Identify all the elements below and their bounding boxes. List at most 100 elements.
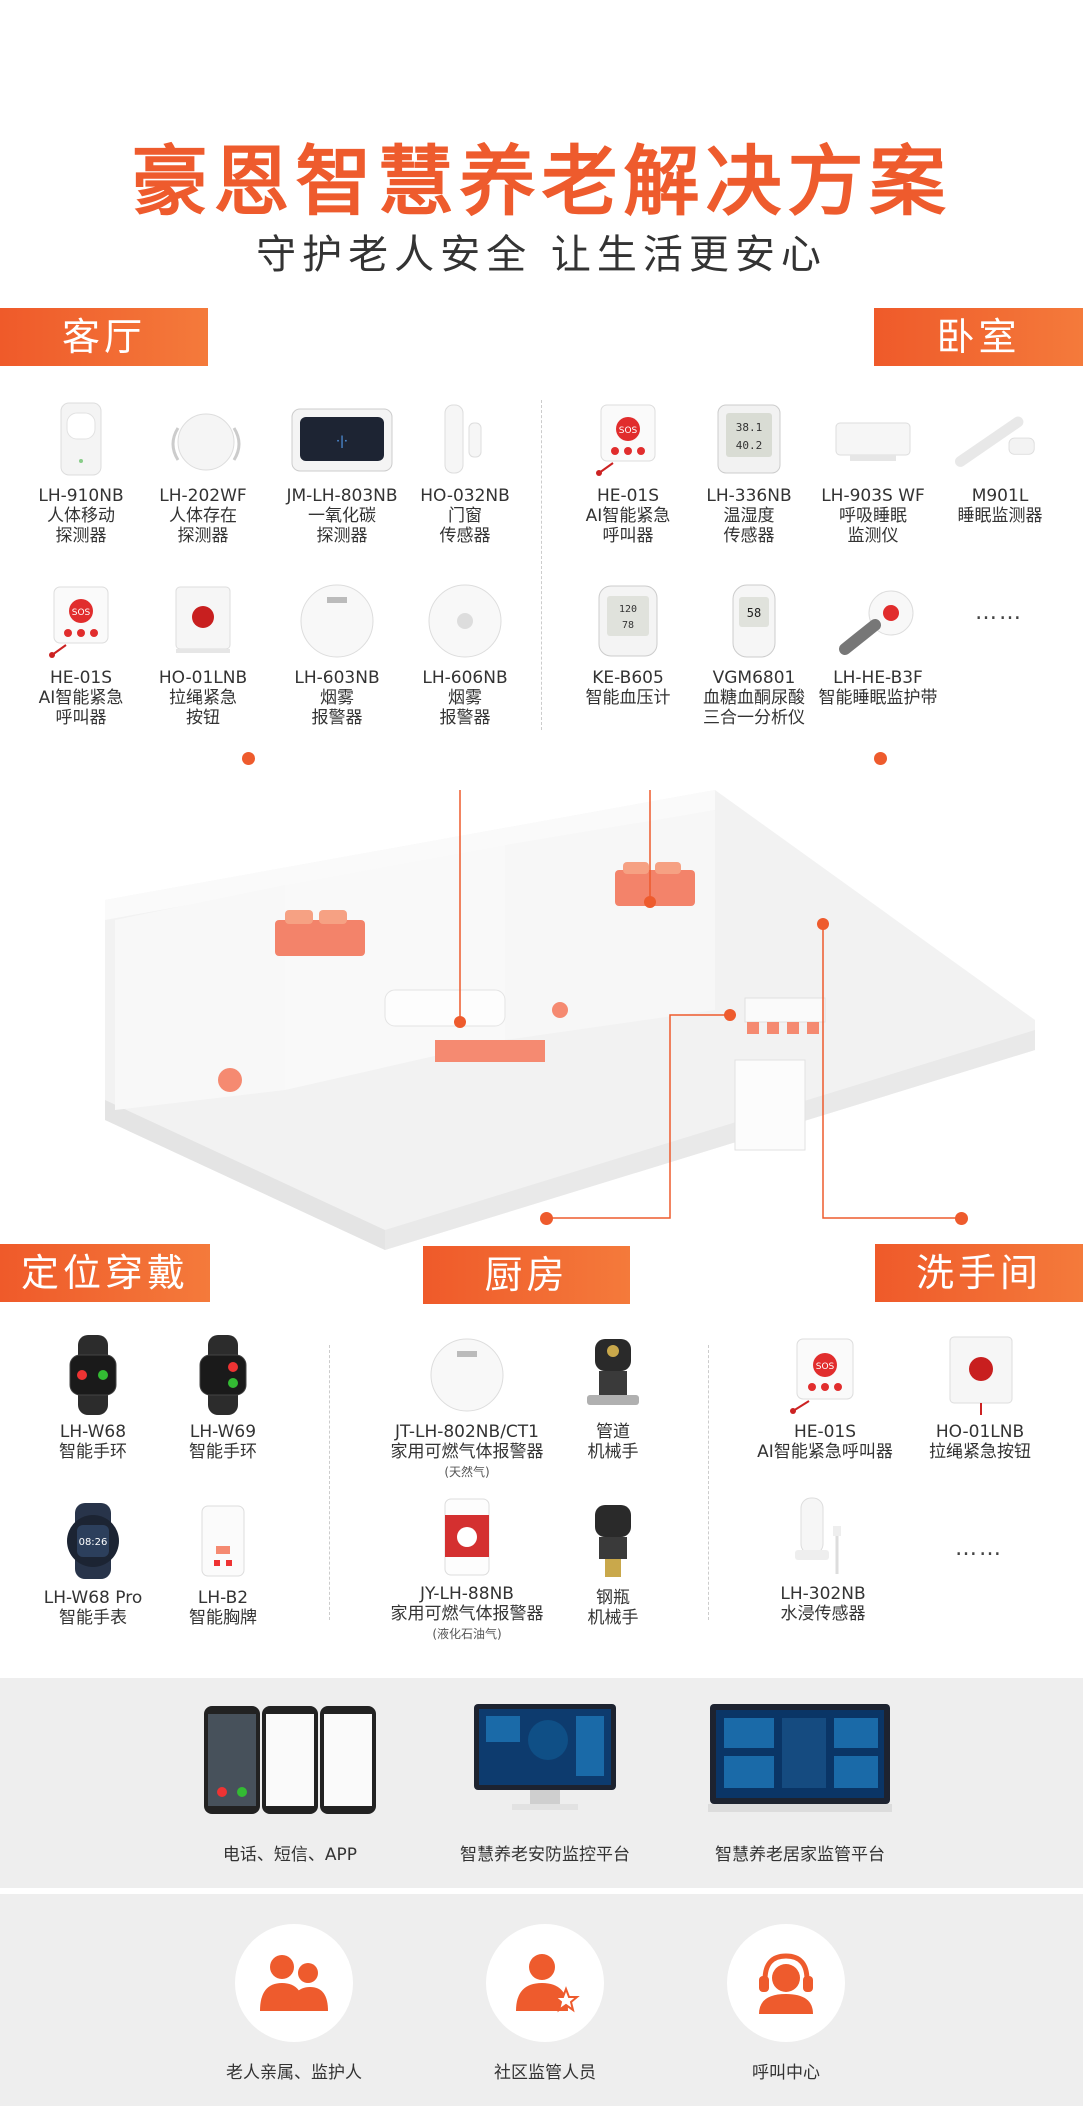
device-lhw69[interactable]: LH-W69 智能手环 — [158, 1334, 288, 1462]
device-name: AI智能紧急呼叫器 — [757, 1442, 893, 1462]
monitor-icon — [445, 1700, 645, 1820]
device-name: 门窗 — [448, 506, 482, 526]
device-name: 按钮 — [186, 708, 220, 728]
device-name: 智能睡眠监护带 — [818, 688, 938, 708]
device-name: 智能手环 — [189, 1442, 257, 1462]
device-ho01lnb[interactable]: HO-01LNB 拉绳紧急 按钮 — [138, 580, 268, 728]
platform-security[interactable]: 智慧养老安防监控平台 — [445, 1700, 645, 1865]
device-model: JT-LH-802NB/CT1 — [395, 1422, 539, 1442]
device-name: 人体存在 — [169, 506, 237, 526]
svg-text:120: 120 — [619, 604, 637, 615]
platform-phones[interactable]: 电话、短信、APP — [190, 1700, 390, 1865]
device-name: 机械手 — [587, 1442, 639, 1462]
smart-badge-icon — [178, 1500, 268, 1582]
device-name: 报警器 — [439, 708, 491, 728]
smoke-alarm-icon — [420, 580, 510, 662]
callout-dot-living — [242, 752, 255, 765]
device-he01s[interactable]: SOS HE-01S AI智能紧急 呼叫器 — [16, 580, 146, 728]
device-lh910nb[interactable]: LH-910NB 人体移动 探测器 — [16, 398, 146, 546]
divider — [708, 1345, 709, 1620]
svg-text:SOS: SOS — [72, 608, 91, 618]
device-model: HO-01LNB — [158, 668, 248, 688]
device-jmlh803nb[interactable]: ·|· JM-LH-803NB 一氧化碳 探测器 — [272, 398, 412, 546]
glucose-meter-icon: 58 — [709, 580, 799, 662]
device-name: 智能手表 — [59, 1608, 127, 1628]
role-label-call-center: 呼叫中心 — [752, 2063, 820, 2083]
device-ho032nb[interactable]: HO-032NB 门窗 传感器 — [400, 398, 530, 546]
valve-manipulator-icon — [568, 1334, 658, 1416]
sleep-monitor-icon — [828, 398, 918, 480]
device-name: 探测器 — [55, 526, 107, 546]
device-lhb2[interactable]: LH-B2 智能胸牌 — [158, 1500, 288, 1628]
device-note: (天然气) — [444, 1465, 490, 1479]
device-pipe-manipulator[interactable]: 管道 机械手 — [548, 1334, 678, 1462]
device-lh302nb[interactable]: LH-302NB 水浸传感器 — [758, 1496, 888, 1624]
device-lhheb3f[interactable]: LH-HE-B3F 智能睡眠监护带 — [808, 580, 948, 708]
device-cylinder-manipulator[interactable]: 钢瓶 机械手 — [548, 1500, 678, 1628]
svg-text:58: 58 — [747, 606, 761, 620]
door-sensor-icon — [420, 398, 510, 480]
device-name: 报警器 — [311, 708, 363, 728]
valve-manipulator-icon — [568, 1500, 658, 1582]
device-jylh88nb[interactable]: JY-LH-88NB 家用可燃气体报警器 (液化石油气) — [382, 1496, 552, 1644]
device-model: LH-903S WF — [821, 486, 925, 506]
pull-cord-button-icon — [935, 1334, 1025, 1416]
device-model: 管道 — [596, 1422, 630, 1442]
device-model: JY-LH-88NB — [420, 1584, 514, 1604]
device-model: 钢瓶 — [596, 1588, 630, 1608]
divider — [541, 400, 542, 730]
device-lhw68pro[interactable]: 08:26 LH-W68 Pro 智能手表 — [28, 1500, 158, 1628]
device-jtlh802nb[interactable]: JT-LH-802NB/CT1 家用可燃气体报警器 (天然气) — [382, 1334, 552, 1482]
device-lh606nb[interactable]: LH-606NB 烟雾 报警器 — [400, 580, 530, 728]
sos-caller-icon: SOS — [36, 580, 126, 662]
svg-text:SOS: SOS — [816, 1362, 835, 1372]
supervisor-icon — [486, 1924, 604, 2042]
device-model: LH-W68 Pro — [43, 1588, 143, 1608]
device-he01s-bedroom[interactable]: SOS HE-01S AI智能紧急 呼叫器 — [563, 398, 693, 546]
device-lh603nb[interactable]: LH-603NB 烟雾 报警器 — [272, 580, 402, 728]
device-model: M901L — [971, 486, 1029, 506]
svg-text:SOS: SOS — [619, 426, 638, 436]
sleep-belt-icon — [833, 580, 923, 662]
device-he01s-bathroom[interactable]: SOS HE-01S AI智能紧急呼叫器 — [750, 1334, 900, 1462]
presence-sensor-icon — [158, 398, 248, 480]
phones-icon — [190, 1700, 390, 1820]
family-icon — [235, 1924, 353, 2042]
svg-text:·|·: ·|· — [336, 434, 348, 448]
device-name: 探测器 — [316, 526, 368, 546]
lpg-alarm-icon — [422, 1496, 512, 1578]
device-lhw68[interactable]: LH-W68 智能手环 — [28, 1334, 158, 1462]
device-name: 人体移动 — [47, 506, 115, 526]
device-model: LH-302NB — [780, 1584, 866, 1604]
call-center-icon — [727, 1924, 845, 2042]
device-name: 血糖血酮尿酸 — [703, 688, 805, 708]
sleep-pad-icon — [955, 398, 1045, 480]
device-name: 一氧化碳 — [308, 506, 376, 526]
device-lh903swf[interactable]: LH-903S WF 呼吸睡眠 监测仪 — [808, 398, 938, 546]
device-model: HO-01LNB — [935, 1422, 1025, 1442]
house-illustration — [105, 757, 1035, 1250]
more-ellipsis: …… — [955, 1536, 1003, 1561]
device-model: HE-01S — [793, 1422, 857, 1442]
device-lh202wf[interactable]: LH-202WF 人体存在 探测器 — [138, 398, 268, 546]
device-ho01lnb-bathroom[interactable]: HO-01LNB 拉绳紧急按钮 — [915, 1334, 1045, 1462]
device-m901l[interactable]: M901L 睡眠监测器 — [935, 398, 1065, 526]
device-name: 传感器 — [723, 526, 775, 546]
device-name: 烟雾 — [320, 688, 354, 708]
device-name: 家用可燃气体报警器 — [390, 1442, 544, 1462]
device-name: 烟雾 — [448, 688, 482, 708]
device-name: 智能手环 — [59, 1442, 127, 1462]
platform-label: 智慧养老居家监管平台 — [715, 1845, 885, 1865]
device-model: LH-336NB — [706, 486, 792, 506]
device-name: 呼叫器 — [602, 526, 654, 546]
sos-caller-icon: SOS — [583, 398, 673, 480]
device-model: LH-HE-B3F — [833, 668, 923, 688]
pull-cord-button-icon — [158, 580, 248, 662]
platform-supervision[interactable]: 智慧养老居家监管平台 — [700, 1700, 900, 1865]
callout-dot-bedroom — [874, 752, 887, 765]
device-vgm6801[interactable]: 58 VGM6801 血糖血酮尿酸 三合一分析仪 — [684, 580, 824, 728]
device-name: 睡眠监测器 — [957, 506, 1043, 526]
